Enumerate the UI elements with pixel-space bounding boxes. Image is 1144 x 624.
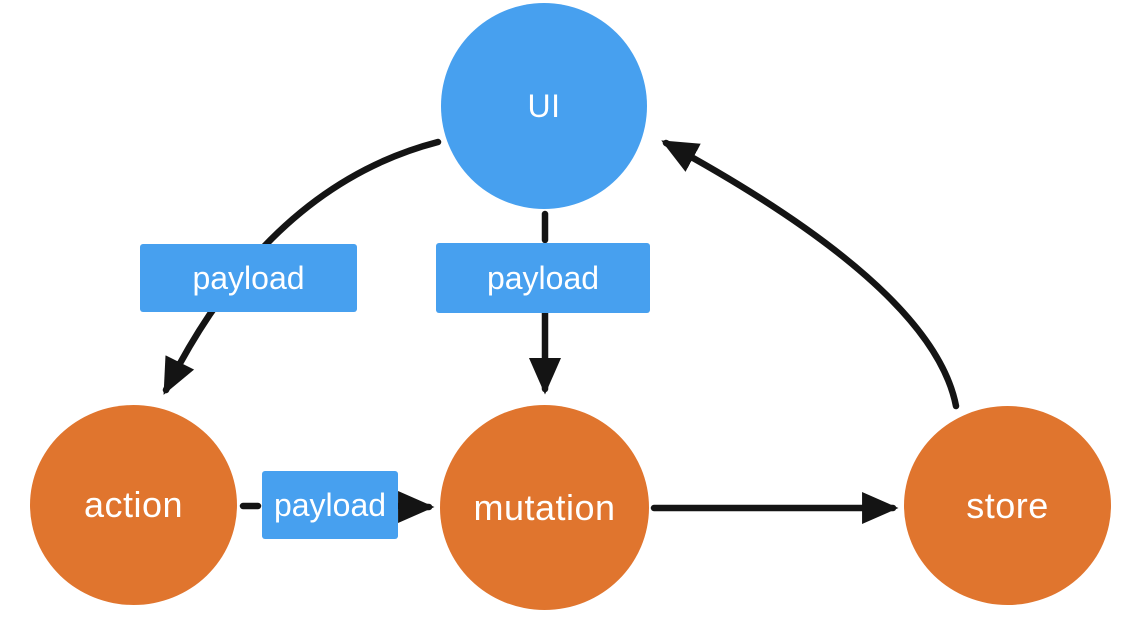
edge-label-text: payload bbox=[486, 259, 600, 296]
node-mutation: mutation bbox=[440, 405, 649, 610]
edge-label-text: payload bbox=[273, 486, 387, 523]
node-store: store bbox=[904, 406, 1111, 605]
node-action: action bbox=[30, 405, 237, 605]
edge-label-payload-action-mutation: payload bbox=[262, 471, 398, 539]
node-store-label: store bbox=[966, 484, 1049, 526]
edge-label-payload-ui-mutation: payload bbox=[436, 243, 650, 313]
node-ui: UI bbox=[441, 3, 647, 209]
node-ui-label: UI bbox=[527, 88, 561, 124]
node-mutation-label: mutation bbox=[473, 486, 616, 528]
node-action-label: action bbox=[83, 484, 184, 525]
edge-label-payload-ui-action: payload bbox=[140, 244, 357, 312]
edge-store-to-ui bbox=[661, 139, 960, 410]
edge-label-text: payload bbox=[192, 259, 305, 296]
